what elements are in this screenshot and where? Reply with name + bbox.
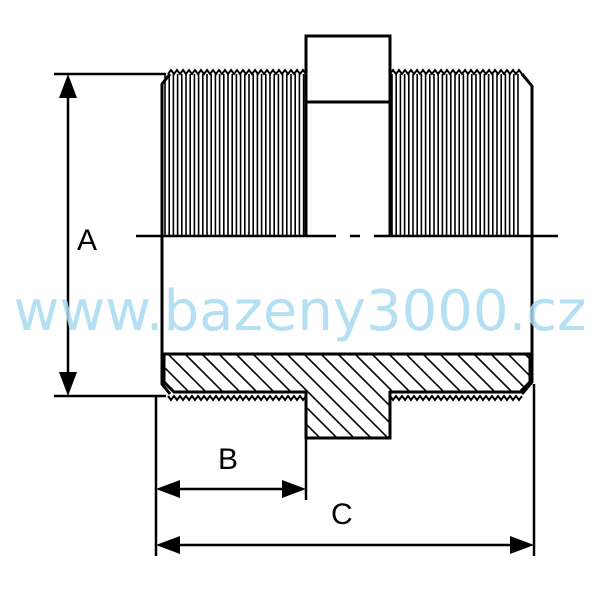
thread-crest-top-right (389, 68, 523, 76)
section-hatch-line (218, 354, 304, 438)
dimension-b-label: B (218, 443, 238, 476)
section-hatch-line (593, 354, 600, 438)
thread-crest-bottom-right (389, 394, 523, 402)
section-hatch-line (559, 354, 600, 438)
section-hatch-line (337, 354, 423, 438)
section-hatch-line (320, 354, 406, 438)
section-hatch-line (422, 354, 508, 438)
thread-crest-top-left (167, 68, 307, 76)
section-hatch-line (490, 354, 530, 438)
dimension-c (156, 384, 536, 556)
section-hatch-line (439, 354, 525, 438)
dimension-b (154, 396, 308, 556)
hex-collar-top (304, 34, 392, 104)
section-hatch-line (201, 354, 287, 438)
section-hatch-line (405, 354, 491, 438)
thread-hatch-left (164, 74, 305, 236)
section-hatch-line (286, 354, 372, 438)
dimension-a-label: A (77, 224, 97, 257)
section-hatch-line (269, 354, 355, 438)
thread-crest-bottom-left (167, 394, 307, 402)
section-hatch-line (542, 354, 600, 438)
dimension-c-label: C (331, 498, 353, 531)
section-hatch-line (524, 354, 530, 438)
section-hatch-line (576, 354, 600, 438)
dimension-a (54, 72, 166, 398)
thread-hatch-right (391, 74, 519, 236)
section-hatch-line (303, 354, 389, 438)
section-hatch-line (507, 354, 530, 438)
watermark-text: www.bazeny3000.cz (14, 279, 587, 344)
cross-section-outline (162, 352, 532, 440)
